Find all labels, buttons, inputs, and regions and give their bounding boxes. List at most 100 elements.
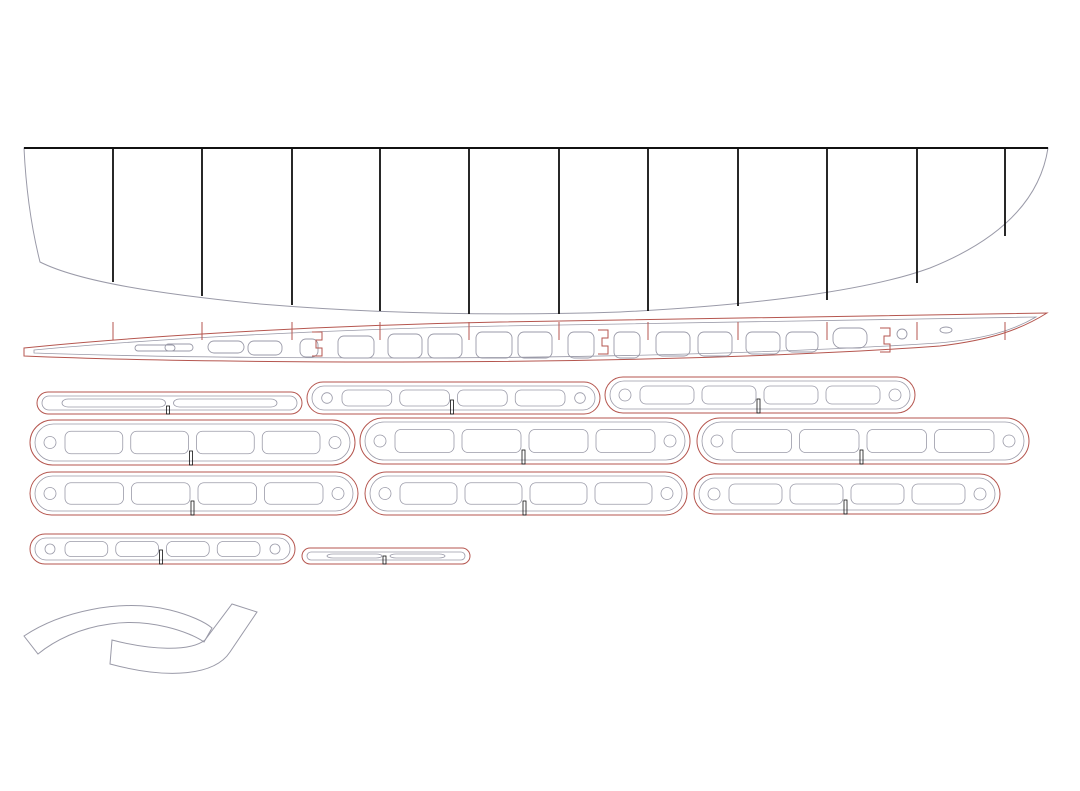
- main-spar: [23, 312, 1049, 363]
- rib-lightening-hole: [196, 430, 255, 455]
- brace-parts: [23, 603, 258, 674]
- rib-spar-slot: [859, 449, 864, 465]
- rib-spar-slot: [450, 399, 454, 415]
- rib-round-hole: [43, 487, 57, 500]
- spar-lightening-hole: [567, 331, 595, 359]
- rib-lightening-hole: [529, 482, 588, 505]
- spar-lightening-hole: [655, 331, 691, 357]
- rib-spar-slot: [189, 450, 193, 466]
- rib-lightening-hole: [763, 385, 819, 405]
- spar-tab-feature: [598, 329, 609, 355]
- rib-round-hole: [707, 487, 721, 501]
- spar-lightening-hole: [134, 344, 176, 352]
- spar-lightening-hole: [832, 327, 868, 349]
- rib-lightening-hole: [799, 429, 860, 453]
- rib-part: [29, 471, 359, 516]
- rib-lightening-hole: [131, 482, 191, 505]
- rib-lightening-hole: [264, 482, 324, 505]
- rib-lightening-hole: [64, 541, 109, 557]
- rib-part: [359, 417, 691, 465]
- rib-lightening-hole: [461, 429, 522, 453]
- spar-lightening-hole: [785, 331, 819, 353]
- rib-lightening-hole: [197, 482, 257, 505]
- rib-round-hole: [321, 392, 333, 404]
- rib-spar-slot: [382, 555, 387, 565]
- rib-lightening-hole: [130, 430, 189, 455]
- rib-lightening-hole: [394, 429, 455, 453]
- spar-lightening-hole: [207, 340, 245, 354]
- spar-lightening-hole: [337, 335, 375, 359]
- spar-round-hole: [896, 328, 908, 340]
- spar-lightening-hole: [247, 340, 283, 356]
- rib-round-hole: [973, 487, 987, 501]
- rib-spar-slot: [756, 398, 761, 414]
- spar-lightening-hole: [427, 333, 463, 359]
- spar-lightening-hole: [517, 331, 553, 359]
- rib-lightening-hole: [639, 385, 695, 405]
- rib-spar-slot: [159, 549, 163, 565]
- rib-lightening-hole: [866, 429, 927, 453]
- spar-lightening-hole: [475, 331, 513, 359]
- rib-round-hole: [618, 388, 632, 402]
- rib-part: [29, 419, 356, 466]
- rib-round-hole: [373, 434, 387, 448]
- rib-slot-lines: [112, 148, 1006, 314]
- rib-lightening-hole: [64, 482, 124, 505]
- rib-spar-slot: [190, 500, 195, 516]
- rib-lightening-hole: [464, 482, 523, 505]
- rib-lightening-hole: [166, 541, 210, 557]
- rib-lightening-hole: [728, 483, 783, 505]
- spar-lightening-hole: [387, 333, 423, 359]
- rib-lightening-hole: [825, 385, 881, 405]
- brace-angled: [109, 603, 258, 674]
- rib-spar-slot: [843, 499, 848, 515]
- rib-round-hole: [269, 543, 281, 555]
- rib-lightening-hole: [850, 483, 905, 505]
- spar-lightening-hole: [164, 343, 194, 352]
- rib-lightening-hole: [399, 389, 450, 407]
- rib-lightening-hole: [701, 385, 757, 405]
- spar-round-hole: [939, 326, 953, 334]
- rib-lightening-hole: [173, 398, 278, 408]
- rib-lightening-hole: [61, 398, 166, 408]
- rib-lightening-hole: [389, 553, 446, 559]
- rib-round-hole: [888, 388, 902, 402]
- rib-round-hole: [328, 436, 342, 449]
- rib-round-hole: [43, 436, 57, 449]
- rib-lightening-hole: [457, 389, 508, 407]
- rib-part: [301, 547, 471, 565]
- rib-lightening-hole: [64, 430, 124, 455]
- rib-part: [604, 376, 916, 414]
- rib-lightening-hole: [115, 541, 159, 557]
- rib-round-hole: [574, 392, 586, 404]
- rib-round-hole: [44, 543, 56, 555]
- rib-round-hole: [710, 434, 724, 448]
- rib-part: [29, 533, 296, 565]
- spar-outer-outline: [23, 312, 1049, 363]
- rib-lightening-hole: [528, 429, 589, 453]
- rib-lightening-hole: [514, 389, 566, 407]
- rib-round-hole: [331, 487, 345, 500]
- spar-inner-outline: [33, 316, 1038, 359]
- rib-lightening-hole: [399, 482, 458, 505]
- rib-round-hole: [663, 434, 677, 448]
- rib-part: [36, 391, 303, 415]
- rib-round-hole: [378, 487, 392, 500]
- rib-part: [696, 417, 1030, 465]
- wing-panel: [23, 147, 1049, 315]
- rib-lightening-hole: [911, 483, 966, 505]
- rib-spar-slot: [522, 500, 527, 516]
- rib-part: [693, 473, 1001, 515]
- brace-curved: [23, 605, 213, 655]
- rib-round-hole: [660, 487, 674, 500]
- rib-lightening-hole: [326, 553, 383, 559]
- rib-lightening-hole: [731, 429, 792, 453]
- rib-lightening-hole: [595, 429, 656, 453]
- rib-lightening-hole: [216, 541, 261, 557]
- rib-part: [306, 381, 601, 415]
- spar-lightening-hole: [613, 331, 641, 359]
- rib-lightening-hole: [341, 389, 393, 407]
